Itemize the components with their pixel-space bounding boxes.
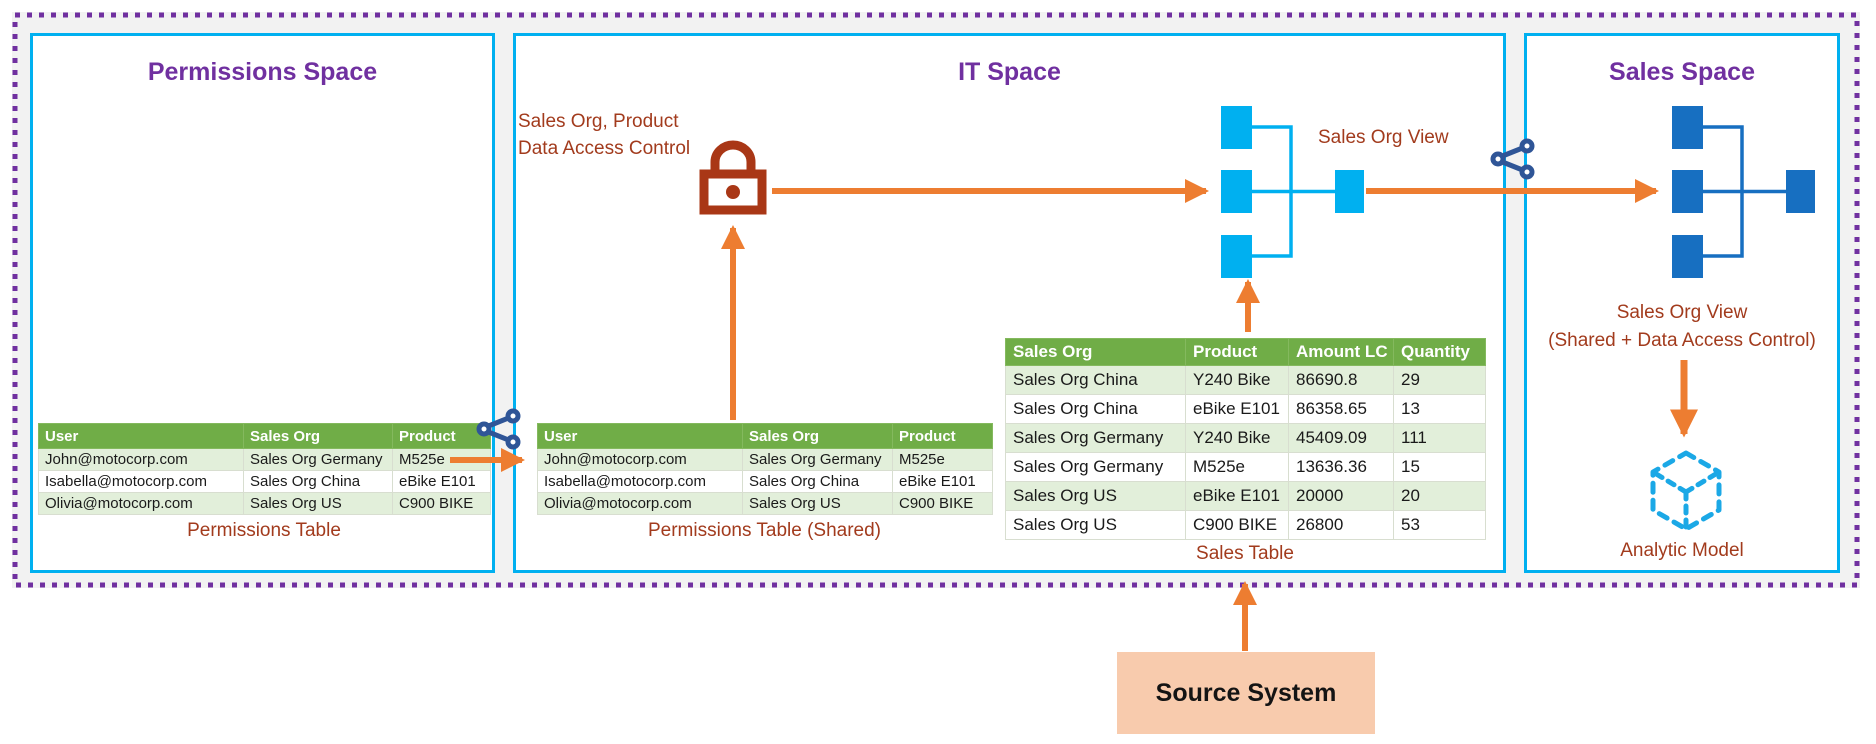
source-system-box: Source System <box>1117 652 1375 734</box>
sales-table-caption: Sales Table <box>1196 543 1294 564</box>
table-cell: eBike E101 <box>1185 481 1289 511</box>
table-cell: Y240 Bike <box>1185 423 1289 453</box>
analytic-model-cube-icon <box>1650 450 1722 532</box>
table-cell: Sales Org US <box>1005 481 1186 511</box>
table-header-cell: Quantity <box>1393 338 1486 366</box>
table-cell: C900 BIKE <box>892 492 993 515</box>
analytic-model-label: Analytic Model <box>1620 540 1744 561</box>
it-view-label: Sales Org View <box>1318 127 1449 148</box>
table-cell: Sales Org China <box>1005 394 1186 424</box>
table-cell: 45409.09 <box>1288 423 1394 453</box>
table-header-cell: User <box>38 423 244 449</box>
table-cell: Sales Org Germany <box>243 448 393 471</box>
source-system-label: Source System <box>1155 678 1337 707</box>
table-cell: Sales Org China <box>1005 365 1186 395</box>
table-cell: 20000 <box>1288 481 1394 511</box>
sales-view-label: Sales Org View (Shared + Data Access Con… <box>1524 299 1840 355</box>
view-table-icon-sales <box>1672 106 1815 278</box>
table-cell: 29 <box>1393 365 1486 395</box>
sales-view-label-line2: (Shared + Data Access Control) <box>1548 330 1816 351</box>
table-header-cell: Product <box>392 423 491 449</box>
table-cell: eBike E101 <box>392 470 491 493</box>
table-cell: Sales Org China <box>742 470 893 493</box>
table-header-cell: Amount LC <box>1288 338 1394 366</box>
table-cell: Sales Org US <box>243 492 393 515</box>
sales-space-title: Sales Space <box>1609 58 1755 86</box>
permissions-table-caption: Permissions Table <box>187 520 341 541</box>
table-header-cell: Product <box>892 423 993 449</box>
table-cell: Sales Org Germany <box>742 448 893 471</box>
access-control-label: Sales Org, Product Data Access Control <box>518 108 690 162</box>
table-cell: 20 <box>1393 481 1486 511</box>
access-control-line1: Sales Org, Product <box>518 111 679 132</box>
it-space-title: IT Space <box>958 58 1061 86</box>
table-cell: Sales Org US <box>1005 510 1186 540</box>
table-cell: Sales Org Germany <box>1005 423 1186 453</box>
table-cell: 13 <box>1393 394 1486 424</box>
view-table-icon-it <box>1221 106 1364 278</box>
share-icon-view <box>1490 138 1535 180</box>
table-cell: M525e <box>1185 452 1289 482</box>
permissions-space-title: Permissions Space <box>147 58 378 86</box>
table-cell: Isabella@motocorp.com <box>537 470 743 493</box>
table-cell: 111 <box>1393 423 1486 453</box>
table-cell: C900 BIKE <box>392 492 491 515</box>
table-cell: 86358.65 <box>1288 394 1394 424</box>
sales-view-label-line1: Sales Org View <box>1616 302 1748 323</box>
table-cell: 15 <box>1393 452 1486 482</box>
table-cell: Sales Org China <box>243 470 393 493</box>
table-cell: Isabella@motocorp.com <box>38 470 244 493</box>
table-cell: M525e <box>892 448 993 471</box>
table-cell: eBike E101 <box>1185 394 1289 424</box>
table-cell: Olivia@motocorp.com <box>38 492 244 515</box>
table-cell: Sales Org Germany <box>1005 452 1186 482</box>
table-cell: John@motocorp.com <box>537 448 743 471</box>
table-cell: Olivia@motocorp.com <box>537 492 743 515</box>
table-header-cell: Sales Org <box>243 423 393 449</box>
table-header-cell: Sales Org <box>742 423 893 449</box>
table-cell: John@motocorp.com <box>38 448 244 471</box>
permissions-table-shared-caption: Permissions Table (Shared) <box>647 520 882 541</box>
lock-icon <box>699 140 767 215</box>
table-cell: Y240 Bike <box>1185 365 1289 395</box>
table-cell: 13636.36 <box>1288 452 1394 482</box>
table-header-cell: Sales Org <box>1005 338 1186 366</box>
table-cell: Sales Org US <box>742 492 893 515</box>
table-cell: 86690.8 <box>1288 365 1394 395</box>
table-cell: eBike E101 <box>892 470 993 493</box>
table-header-cell: User <box>537 423 743 449</box>
table-cell: 53 <box>1393 510 1486 540</box>
access-control-line2: Data Access Control <box>518 138 691 159</box>
table-cell: C900 BIKE <box>1185 510 1289 540</box>
dotted-border <box>12 12 1860 588</box>
table-cell: 26800 <box>1288 510 1394 540</box>
table-cell: M525e <box>392 448 491 471</box>
table-header-cell: Product <box>1185 338 1289 366</box>
share-icon-permissions <box>476 408 521 450</box>
